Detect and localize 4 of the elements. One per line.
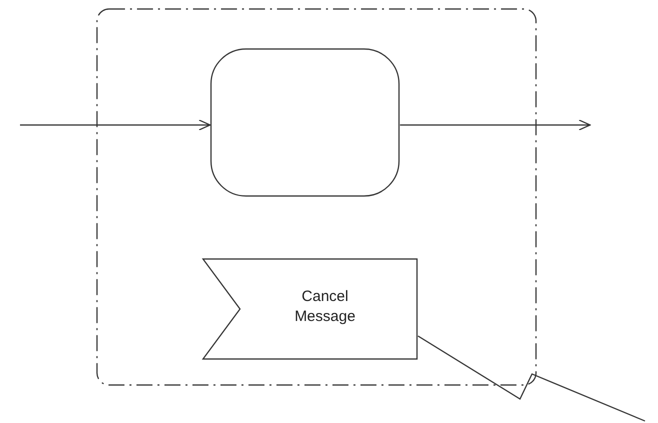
message-label: Cancel Message — [294, 287, 356, 327]
arrow — [20, 119, 211, 131]
arrow — [400, 119, 591, 131]
lightning-line — [418, 335, 646, 422]
